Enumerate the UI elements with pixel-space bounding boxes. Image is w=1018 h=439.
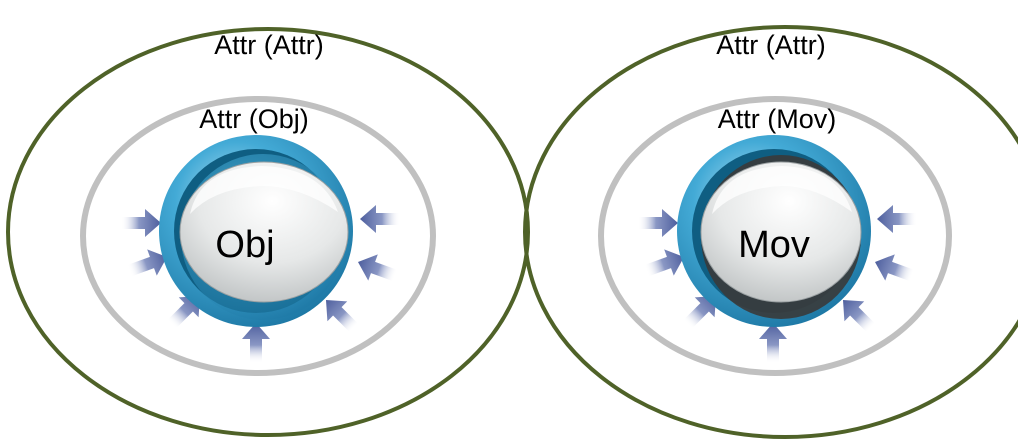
outer-ring [6, 27, 530, 437]
core-face [700, 161, 862, 303]
inner-label: Attr (Obj) [199, 104, 309, 134]
inner-ring [80, 96, 436, 376]
inner-label: Attr (Mov) [718, 104, 837, 134]
core [159, 135, 353, 327]
core [677, 135, 871, 327]
arrow [360, 205, 400, 233]
core-label: Mov [738, 224, 810, 266]
core-label: Obj [215, 224, 274, 266]
diagram-mov: Attr (Attr) Attr (Mov) Mov [523, 25, 1018, 439]
arrow [353, 248, 401, 289]
inner-ring [598, 96, 952, 376]
arrow [877, 205, 917, 233]
arrow [870, 248, 918, 289]
core-face [179, 161, 349, 303]
outer-label: Attr (Attr) [716, 30, 826, 60]
outer-ring [523, 25, 1018, 439]
arrow [759, 323, 787, 363]
arrow [242, 323, 270, 363]
outer-label: Attr (Attr) [214, 30, 324, 60]
arrow [638, 209, 678, 237]
diagram-obj: Attr (Attr) Attr (Obj) Obj [6, 27, 530, 437]
arrow [121, 209, 161, 237]
